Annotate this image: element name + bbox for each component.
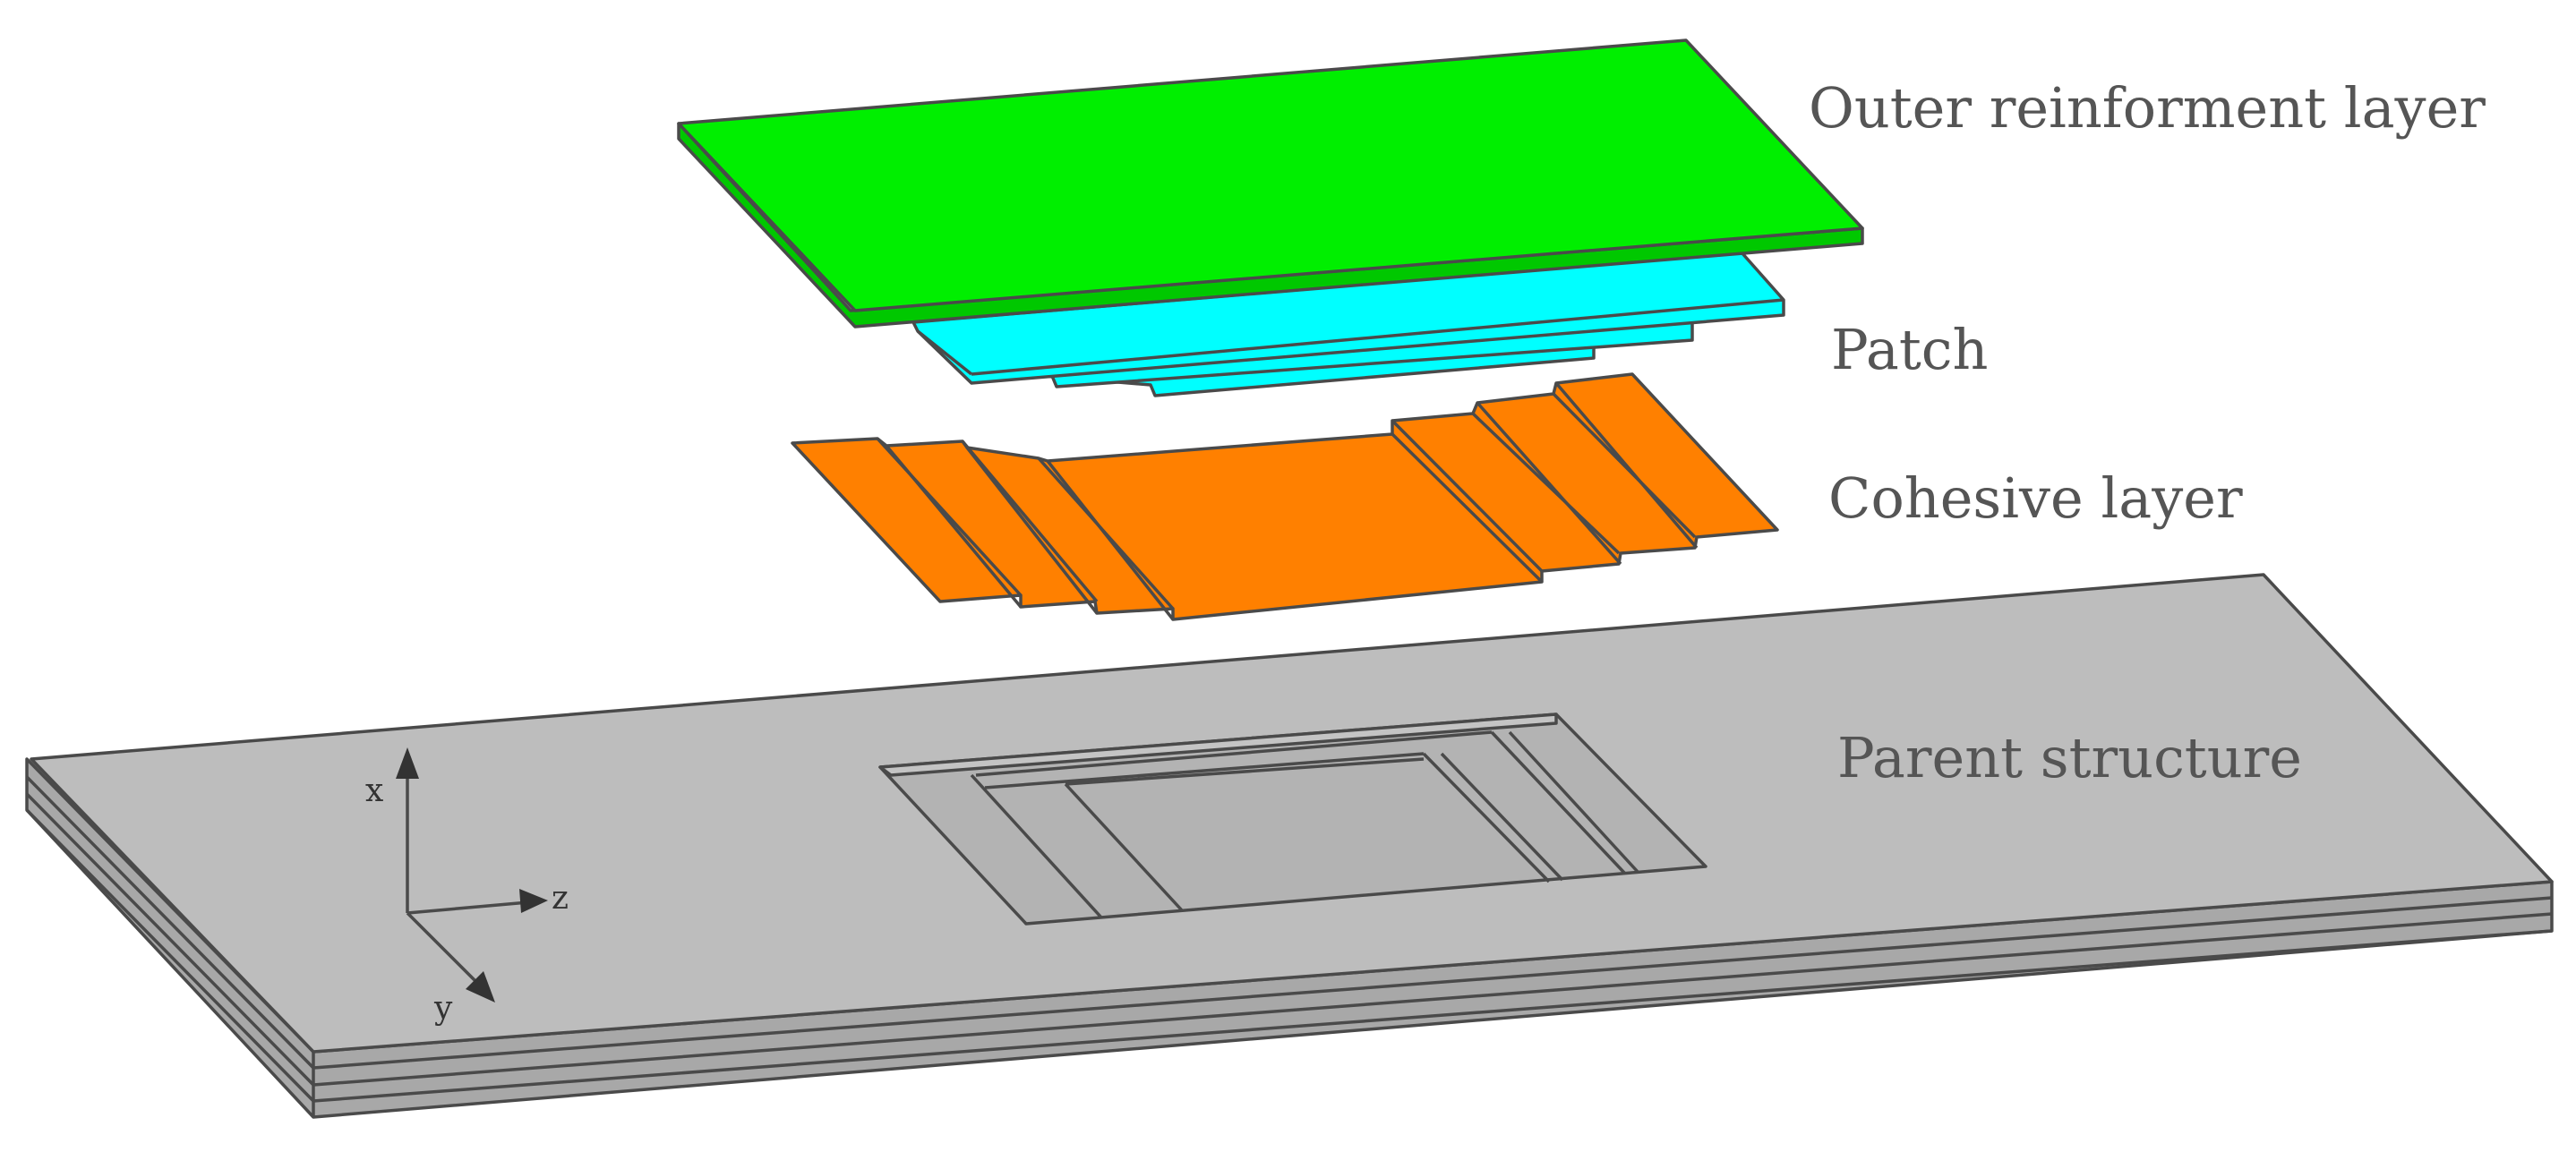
label-outer-reinforcement-layer: Outer reinforment layer <box>1809 75 2486 141</box>
label-parent-structure: Parent structure <box>1837 725 2302 790</box>
axis-z-label: z <box>552 880 569 917</box>
outer-reinforcement-layer <box>677 38 1864 329</box>
parent-structure <box>25 573 2554 1119</box>
cohesive-layer <box>791 372 1779 621</box>
cohesive-layer-shape <box>791 372 1779 621</box>
axis-triad: x z y <box>365 747 569 1027</box>
parent-recess <box>878 713 1707 926</box>
label-patch: Patch <box>1831 317 1988 382</box>
outer-layer-top <box>677 38 1864 312</box>
axis-x-label: x <box>365 772 383 809</box>
axis-y-label: y <box>433 990 453 1027</box>
label-cohesive-layer: Cohesive layer <box>1828 465 2243 531</box>
outer-layer-side <box>677 122 1864 329</box>
patch <box>911 251 1785 397</box>
